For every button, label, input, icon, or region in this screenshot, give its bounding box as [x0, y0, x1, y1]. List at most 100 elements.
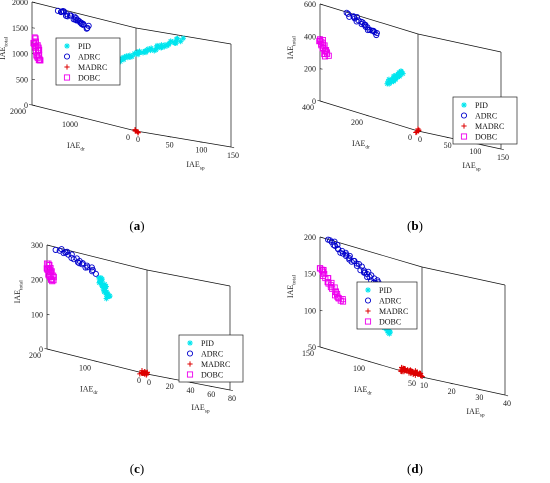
point-dobc	[321, 271, 328, 278]
point-pid	[180, 35, 186, 42]
top-left-edge	[319, 236, 423, 268]
legend-label-madrc: MADRC	[78, 63, 107, 72]
point-pid	[386, 330, 393, 337]
x-tick-label: 40	[187, 386, 195, 395]
y-tick-label: 50	[408, 379, 416, 388]
series-madrc	[413, 126, 422, 136]
point-madrc	[417, 372, 424, 379]
legend-marker-adrc	[460, 112, 468, 119]
x-axis-line	[421, 376, 506, 396]
series-adrc	[54, 7, 92, 32]
point-adrc	[346, 13, 353, 20]
top-right-edge	[417, 33, 502, 53]
legend-marker-madrc	[64, 64, 70, 70]
point-adrc	[92, 270, 99, 277]
point-adrc	[89, 266, 96, 273]
z-axis-label-main: IAE	[286, 285, 295, 298]
y-axis-label-main: IAE	[67, 141, 80, 150]
z-tick-label: 0	[39, 345, 43, 354]
x-tick-label: 60	[207, 390, 215, 399]
point-pid	[104, 293, 110, 299]
point-pid	[158, 42, 165, 48]
point-dobc	[320, 266, 327, 274]
y-axis-label: IAEdr	[67, 141, 85, 153]
x-tick-label: 0	[418, 135, 422, 144]
panel-a: 0501001500100020000500100015002000IAEspI…	[0, 0, 239, 172]
x-tick-label: 0	[136, 135, 140, 144]
z-tick-label: 300	[31, 241, 43, 250]
y-tick-label: 1000	[62, 120, 78, 129]
point-pid	[397, 72, 403, 79]
legend-marker-dobc	[63, 74, 71, 81]
point-pid	[133, 51, 139, 57]
legend-marker-adrc	[63, 53, 71, 60]
z-tick-label: 0	[24, 101, 28, 110]
series-madrc	[137, 368, 150, 378]
legend-marker-adrc	[364, 297, 372, 304]
y-tick	[317, 100, 321, 102]
point-dobc	[325, 52, 332, 59]
x-axis-label: IAEsp	[191, 403, 209, 415]
legend-marker-pid	[187, 340, 193, 346]
z-tick-label: 150	[304, 270, 316, 279]
point-pid	[167, 38, 174, 45]
point-pid	[148, 45, 154, 51]
z-tick-label: 200	[304, 233, 316, 242]
point-madrc	[132, 127, 138, 133]
point-pid	[398, 68, 404, 74]
y-axis-label: IAEdr	[352, 139, 370, 151]
y-tick-label: 2000	[10, 107, 26, 116]
x-tick-label: 0	[147, 378, 151, 387]
x-tick	[504, 394, 509, 397]
x-tick	[167, 377, 171, 380]
point-adrc	[353, 14, 360, 21]
x-tick	[167, 136, 171, 138]
z-axis-label-sub: total	[292, 274, 298, 284]
top-right-edge	[146, 269, 231, 287]
y-tick-label: 200	[29, 351, 41, 360]
x-tick-label: 100	[469, 147, 481, 156]
z-axis-label-sub: total	[4, 36, 10, 46]
legend-marker-pid	[365, 287, 371, 293]
x-tick-label: 40	[503, 399, 511, 408]
x-tick	[500, 148, 505, 151]
x-axis-label-sub: sp	[205, 409, 210, 415]
z-tick-label: 50	[308, 343, 316, 352]
x-axis-label-main: IAE	[186, 160, 199, 169]
point-pid	[151, 47, 158, 54]
point-madrc	[413, 129, 419, 136]
series-dobc	[43, 260, 57, 285]
z-tick-label: 200	[304, 65, 316, 74]
y-tick	[368, 361, 372, 363]
x-tick-label: 150	[227, 151, 239, 160]
z-tick-label: 1000	[12, 50, 28, 59]
point-pid	[161, 43, 168, 50]
legend-label-dobc: DOBC	[78, 74, 100, 83]
point-madrc	[137, 371, 143, 377]
z-tick-label: 2000	[12, 0, 28, 7]
point-pid	[158, 44, 164, 51]
point-madrc	[139, 370, 145, 376]
z-tick	[319, 68, 323, 70]
point-madrc	[135, 129, 141, 135]
point-pid	[389, 77, 395, 83]
y-tick-label: 100	[79, 364, 91, 373]
y-tick-label: 0	[408, 133, 412, 142]
point-pid	[100, 284, 106, 291]
point-pid	[384, 80, 391, 87]
x-tick-label: 20	[448, 387, 456, 396]
point-pid	[177, 38, 184, 45]
point-pid	[172, 39, 179, 46]
y-axis-label-sub: dr	[93, 390, 98, 396]
x-tick-label: 100	[195, 146, 207, 155]
point-pid	[385, 78, 391, 85]
point-adrc	[330, 241, 337, 248]
y-tick-label: 100	[353, 364, 365, 373]
data-points	[316, 9, 422, 136]
